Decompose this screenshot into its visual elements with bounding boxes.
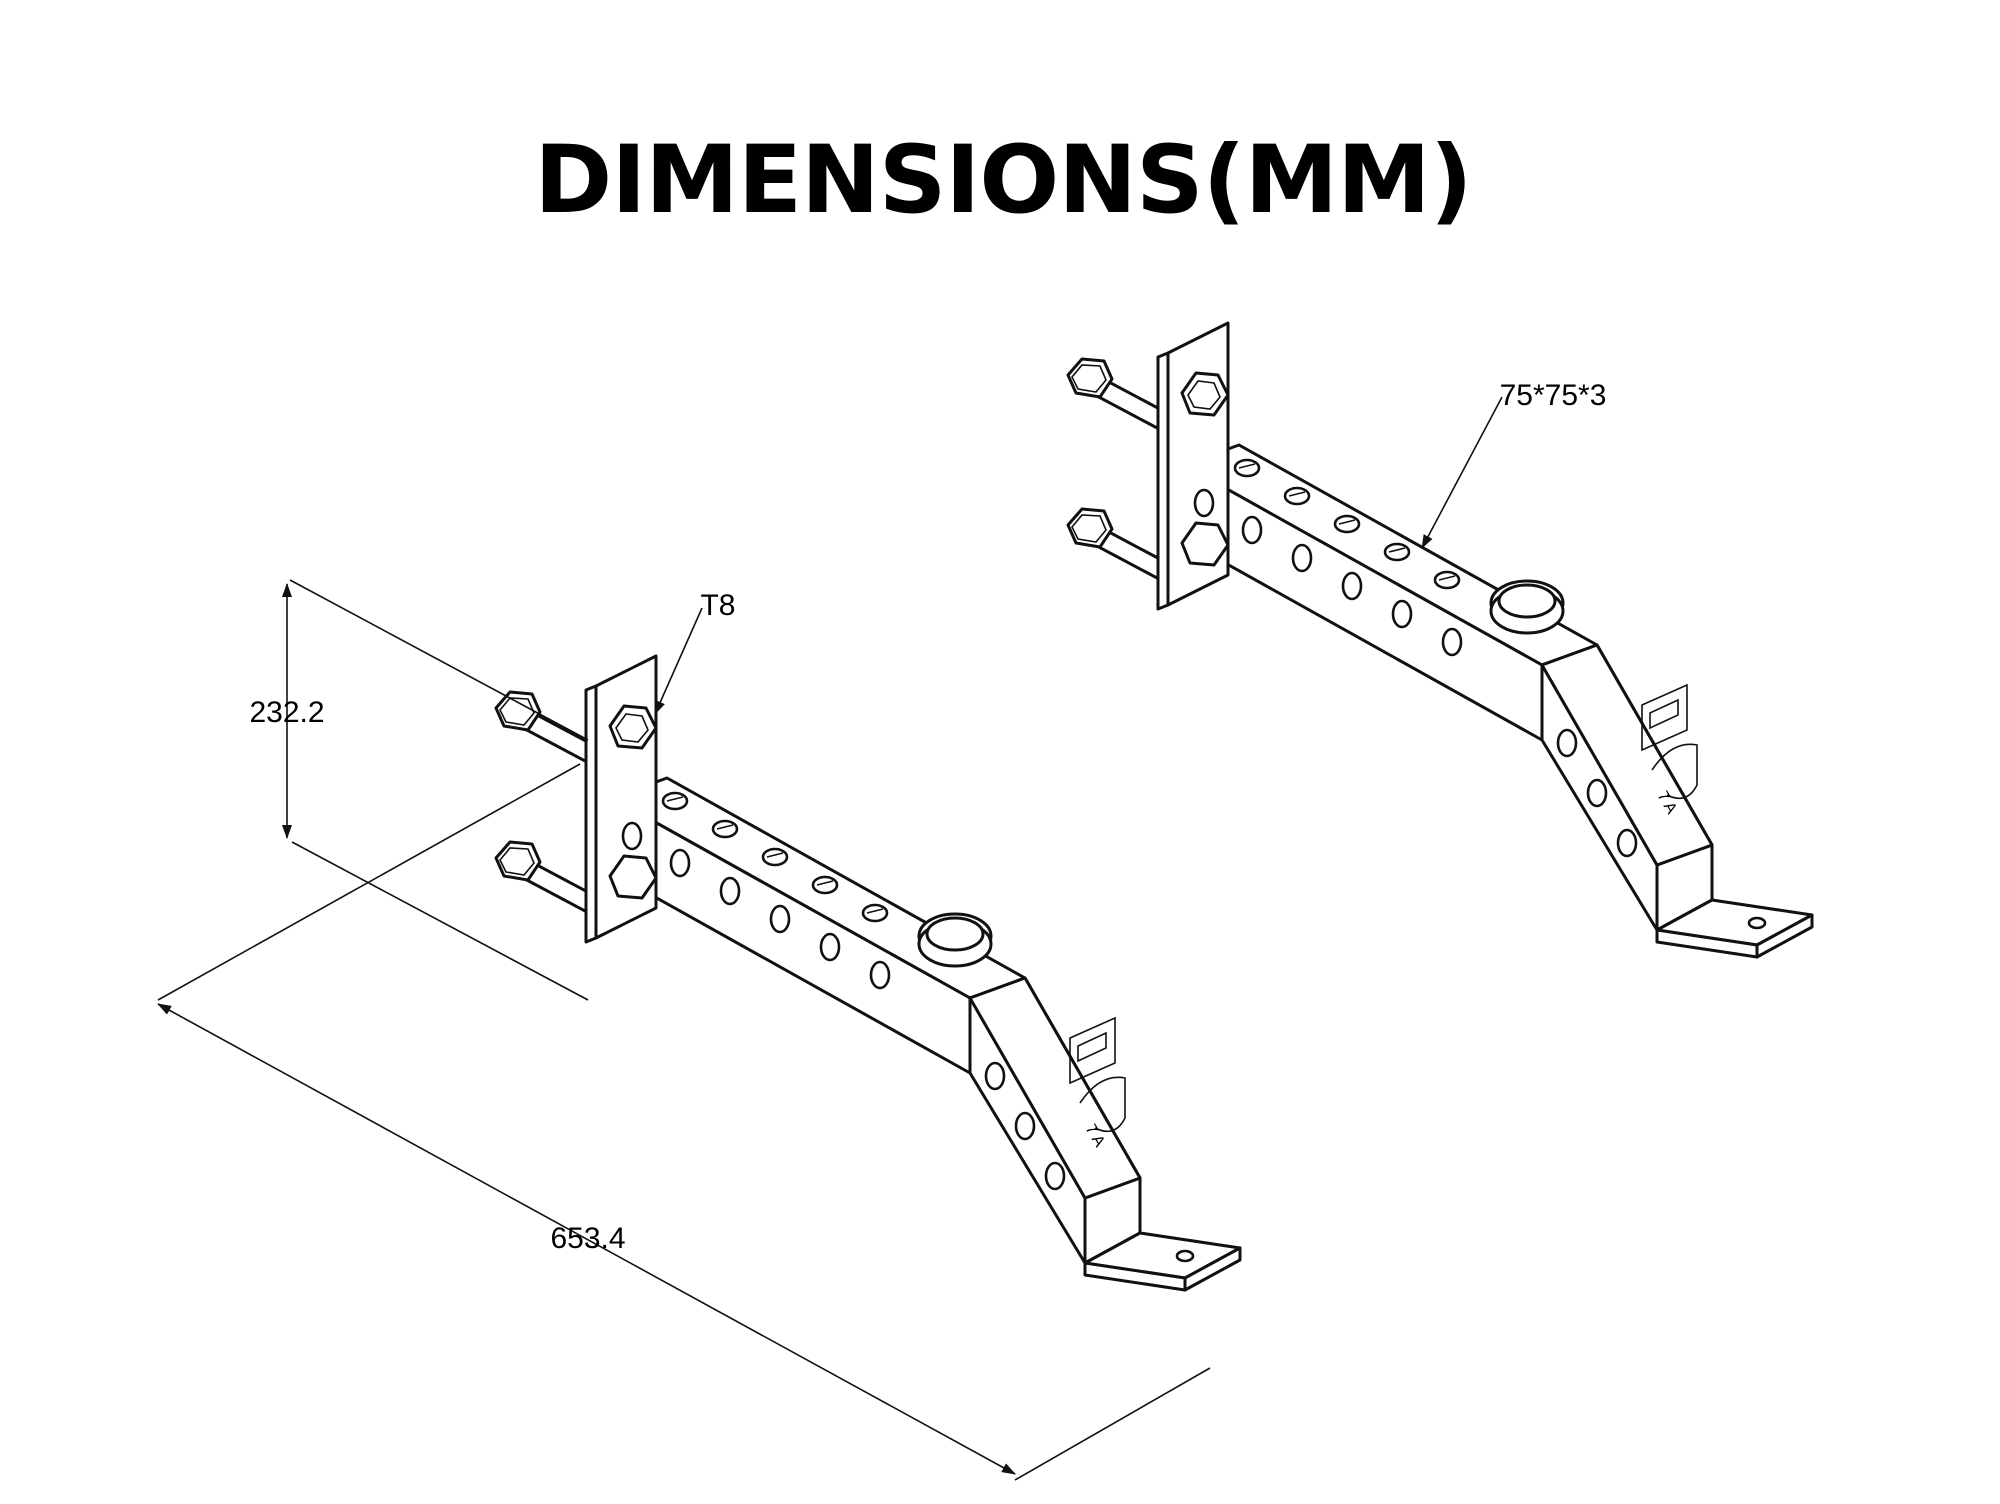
page-title: DIMENSIONS(MM) bbox=[534, 126, 1471, 235]
bracket-right bbox=[1066, 321, 1814, 959]
height-dimension: 232.2 bbox=[249, 579, 589, 1001]
length-label: 653.4 bbox=[550, 1222, 625, 1255]
tube-section-callout: 75*75*3 bbox=[1421, 379, 1607, 549]
length-dimension: 653.4 bbox=[157, 763, 1211, 1481]
tube-section-label: 75*75*3 bbox=[1500, 379, 1607, 412]
plate-thickness-callout: T8 bbox=[654, 589, 736, 715]
plate-thickness-label: T8 bbox=[700, 589, 735, 622]
height-label: 232.2 bbox=[249, 696, 324, 729]
bracket-left bbox=[494, 654, 1242, 1292]
